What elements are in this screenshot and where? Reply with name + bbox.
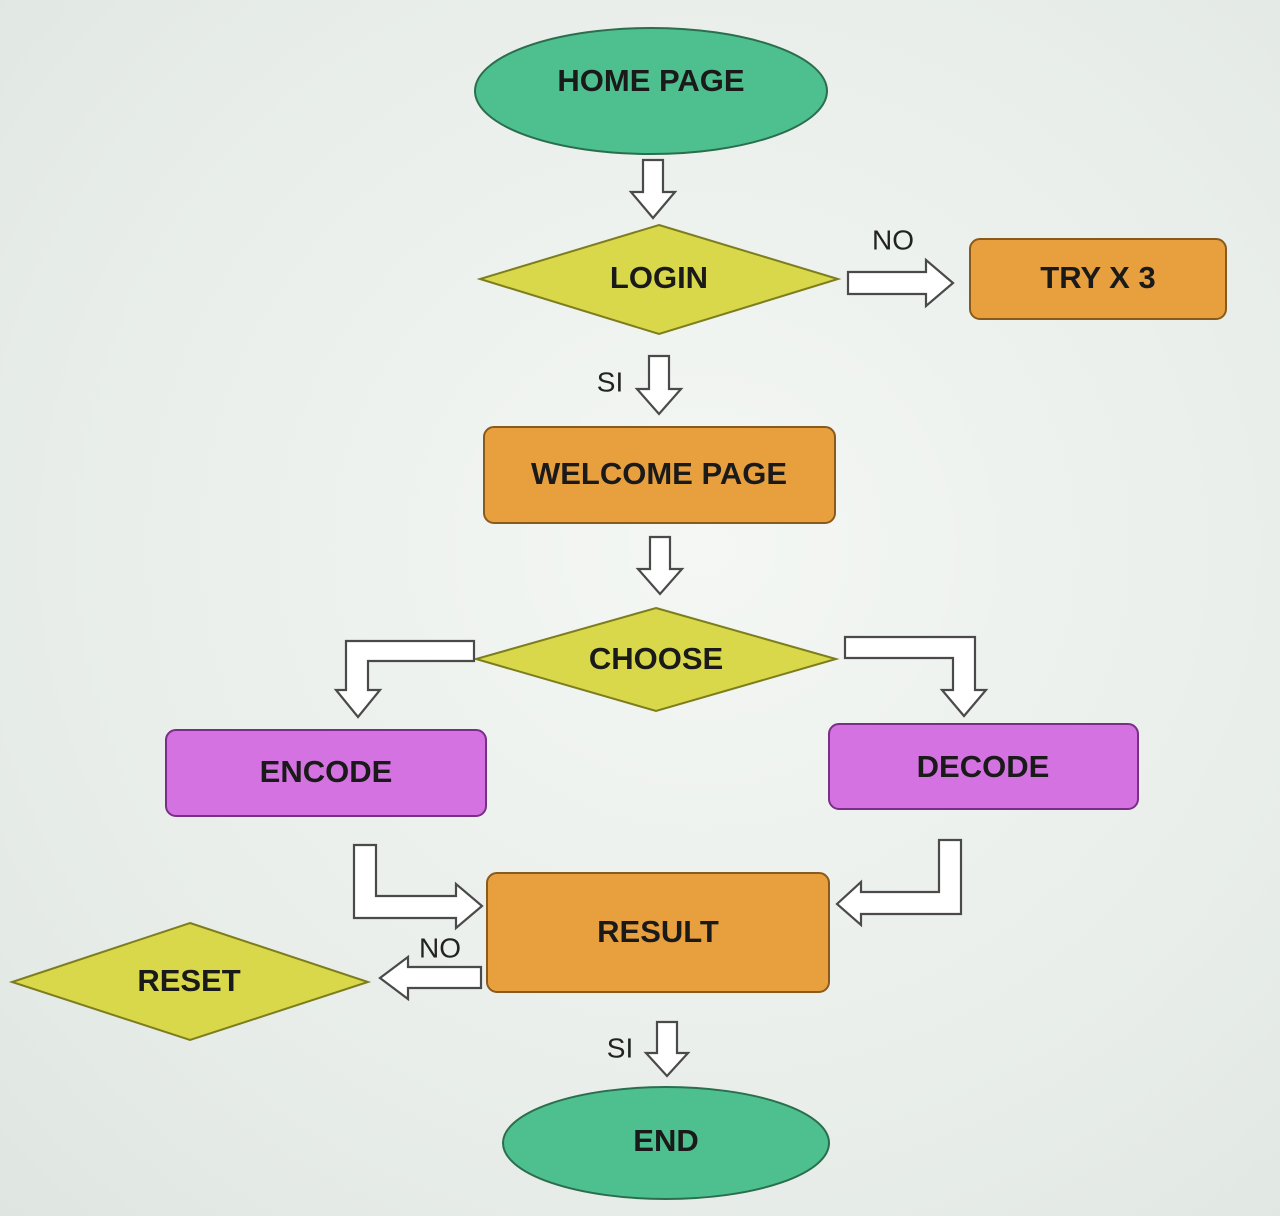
try-label: TRY X 3 [1040,260,1155,295]
arrow-welcome-to-choose [635,535,685,596]
welcome-node: WELCOME PAGE [483,426,836,524]
encode-node: ENCODE [165,729,487,817]
arrow-decode-to-result [835,838,963,928]
login-label: LOGIN [610,260,708,295]
result-no-label: NO [419,932,461,963]
arrow-login-to-welcome [634,354,684,416]
home-page-label: HOME PAGE [557,63,744,98]
choose-node: CHOOSE [472,606,840,713]
choose-label: CHOOSE [589,641,723,676]
login-si-label: SI [597,366,623,397]
result-label: RESULT [597,914,719,949]
arrow-choose-to-decode [843,635,989,718]
decode-node: DECODE [828,723,1139,810]
end-node: END [502,1086,830,1200]
result-si-label: SI [607,1032,633,1063]
arrow-encode-to-result [352,843,484,931]
reset-node: RESET [8,921,372,1042]
result-node: RESULT [486,872,830,993]
encode-label: ENCODE [260,754,393,789]
arrow-result-to-reset [378,954,483,1002]
home-page-node: HOME PAGE [474,27,828,155]
login-node: LOGIN [476,223,842,336]
arrow-choose-to-encode [333,639,476,719]
decode-label: DECODE [917,749,1050,784]
arrow-home-to-login [628,158,678,220]
end-label: END [633,1123,698,1158]
try-node: TRY X 3 [969,238,1227,320]
login-no-label: NO [872,224,914,255]
arrow-login-to-try [846,257,955,309]
arrow-result-to-end [643,1020,691,1078]
welcome-label: WELCOME PAGE [531,456,787,491]
reset-label: RESET [137,963,240,998]
